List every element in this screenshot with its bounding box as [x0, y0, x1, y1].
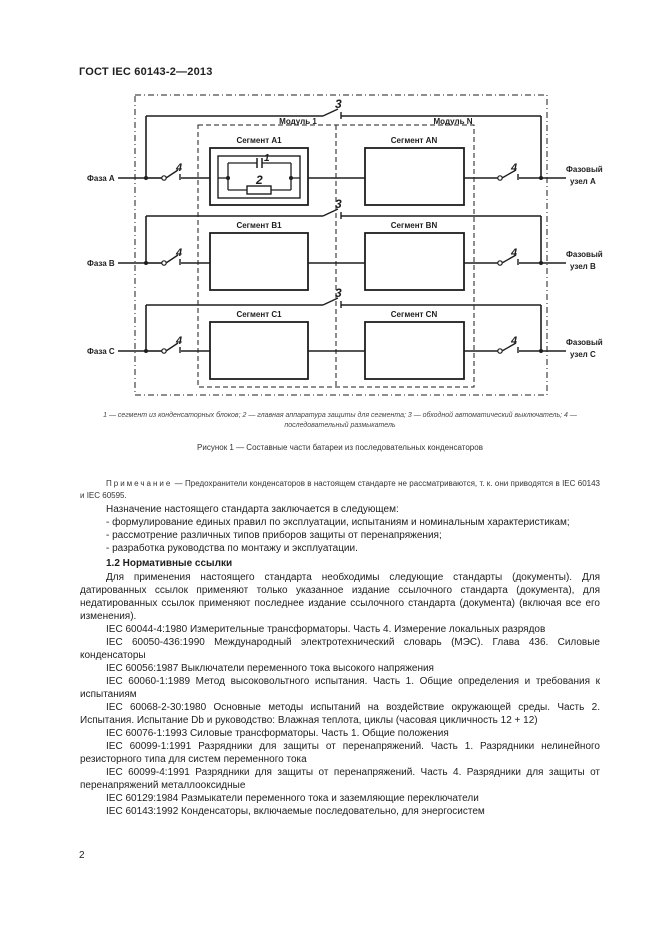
segment-label: Сегмент В1	[236, 221, 282, 230]
segment-label: Сегмент ВN	[391, 221, 438, 230]
node-label: узел С	[570, 350, 596, 359]
figure-legend: 1 — сегмент из конденсаторных блоков; 2 …	[103, 412, 577, 429]
disconnector-terminal	[161, 348, 167, 354]
disconnector-switch	[165, 342, 179, 352]
note-label: Примечание	[106, 479, 173, 488]
disconnector-switch	[165, 169, 179, 179]
bypass-switch	[322, 297, 339, 306]
callout-label: 4	[510, 247, 517, 259]
disconnector-terminal	[161, 175, 167, 181]
bullet-item: - разработка руководства по монтажу и эк…	[106, 543, 358, 554]
node-label: Фазовый	[566, 165, 603, 174]
segment-box	[364, 147, 465, 206]
paragraph-intro: Назначение настоящего стандарта заключае…	[106, 504, 399, 515]
bypass-switch	[322, 108, 339, 117]
bypass-switch	[322, 208, 339, 217]
note: Примечание — Предохранители конденсаторо…	[80, 478, 600, 502]
resistor	[246, 185, 272, 195]
segment-box	[364, 321, 465, 380]
callout-label: 4	[510, 335, 517, 347]
phase-label: Фаза В	[87, 259, 115, 268]
disconnector-terminal	[497, 175, 503, 181]
disconnector-switch	[165, 254, 179, 264]
module-label: Модуль N	[434, 117, 473, 126]
callout-label: 4	[510, 162, 517, 174]
node-label: узел В	[570, 262, 596, 271]
callout-label: 2	[255, 173, 263, 187]
disconnector-terminal	[497, 260, 503, 266]
bullet-item: - формулирование единых правил по эксплу…	[106, 517, 570, 528]
disconnector-switch	[501, 169, 517, 179]
reference-item: IEC 60050-436:1990 Международный электро…	[80, 637, 600, 661]
segment-box	[364, 232, 465, 291]
callout-label: 1	[264, 153, 270, 164]
reference-item: IEC 60068-2-30:1980 Основные методы испы…	[80, 702, 600, 726]
segment-label: Сегмент А1	[236, 136, 282, 145]
reference-item: IEC 60099-1:1991 Разрядники для защиты о…	[80, 741, 600, 765]
segment-box	[209, 147, 309, 206]
reference-item: IEC 60129:1984 Размыкатели переменного т…	[106, 793, 479, 804]
reference-item: IEC 60143:1992 Конденсаторы, включаемые …	[106, 806, 485, 817]
phase-label: Фаза С	[87, 347, 115, 356]
node-label: узел А	[570, 177, 596, 186]
segment-box	[209, 321, 309, 380]
node-label: Фазовый	[566, 338, 603, 347]
reference-item: IEC 60060-1:1989 Метод высоковольтного и…	[80, 676, 600, 700]
node-label: Фазовый	[566, 250, 603, 259]
paragraph-section-intro: Для применения настоящего стандарта необ…	[80, 572, 600, 622]
segment-label: Сегмент С1	[236, 310, 282, 319]
reference-item: IEC 60044-4:1980 Измерительные трансформ…	[106, 624, 546, 635]
callout-label: 4	[175, 162, 182, 174]
note-text: — Предохранители конденсаторов в настоящ…	[80, 479, 600, 500]
bullet-item: - рассмотрение различных типов приборов …	[106, 530, 442, 541]
figure-title: Рисунок 1 — Составные части батареи из п…	[197, 443, 483, 452]
segment-box	[209, 232, 309, 291]
disconnector-terminal	[161, 260, 167, 266]
document-body: Назначение настоящего стандарта заключае…	[80, 503, 600, 818]
segment-label: Сегмент АN	[391, 136, 438, 145]
segment-detail-box	[217, 155, 301, 199]
callout-label: 3	[335, 286, 342, 300]
callout-label: 3	[335, 97, 342, 111]
document-header: ГОСТ IEC 60143-2—2013	[79, 66, 213, 78]
reference-item: IEC 60056:1987 Выключатели переменного т…	[106, 663, 434, 674]
reference-item: IEC 60076-1:1993 Силовые трансформаторы.…	[106, 728, 449, 739]
page-number: 2	[79, 850, 85, 861]
segment-label: Сегмент СN	[391, 310, 438, 319]
callout-label: 3	[335, 197, 342, 211]
diagram-outer-boundary	[134, 94, 548, 396]
phase-label: Фаза А	[87, 174, 115, 183]
callout-label: 4	[175, 247, 182, 259]
disconnector-switch	[501, 342, 517, 352]
callout-label: 4	[175, 335, 182, 347]
disconnector-switch	[501, 254, 517, 264]
disconnector-terminal	[497, 348, 503, 354]
section-title: 1.2 Нормативные ссылки	[106, 558, 233, 569]
module-label: Модуль 1	[279, 117, 317, 126]
reference-item: IEC 60099-4:1991 Разрядники для защиты о…	[80, 767, 600, 791]
